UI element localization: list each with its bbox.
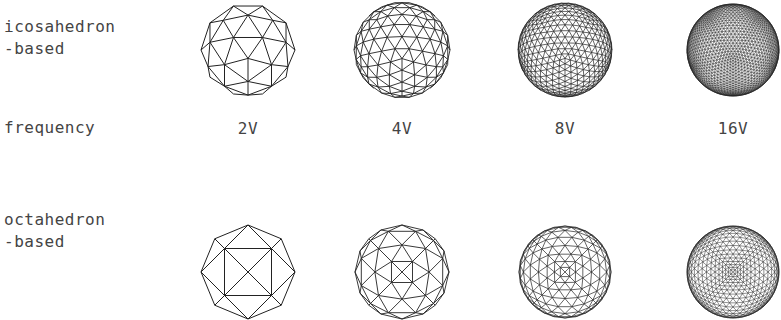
geodesic-sphere	[201, 6, 295, 95]
geodesic-sphere	[687, 4, 779, 96]
geodesic-sphere	[687, 226, 779, 318]
geodesic-sphere	[201, 225, 295, 319]
frequency-label: 16V	[718, 118, 748, 140]
geodesic-sphere	[519, 226, 611, 318]
row-label: icosahedron -based	[4, 16, 116, 61]
frequency-label: 4V	[392, 118, 412, 140]
geodesic-sphere	[518, 3, 612, 97]
frequency-label: 2V	[238, 118, 258, 140]
row-label: octahedron -based	[4, 209, 116, 254]
geodesic-sphere	[354, 3, 450, 98]
frequency-label: 8V	[555, 118, 575, 140]
geodesic-sphere	[355, 225, 449, 319]
axis-label: frequency	[4, 117, 95, 139]
